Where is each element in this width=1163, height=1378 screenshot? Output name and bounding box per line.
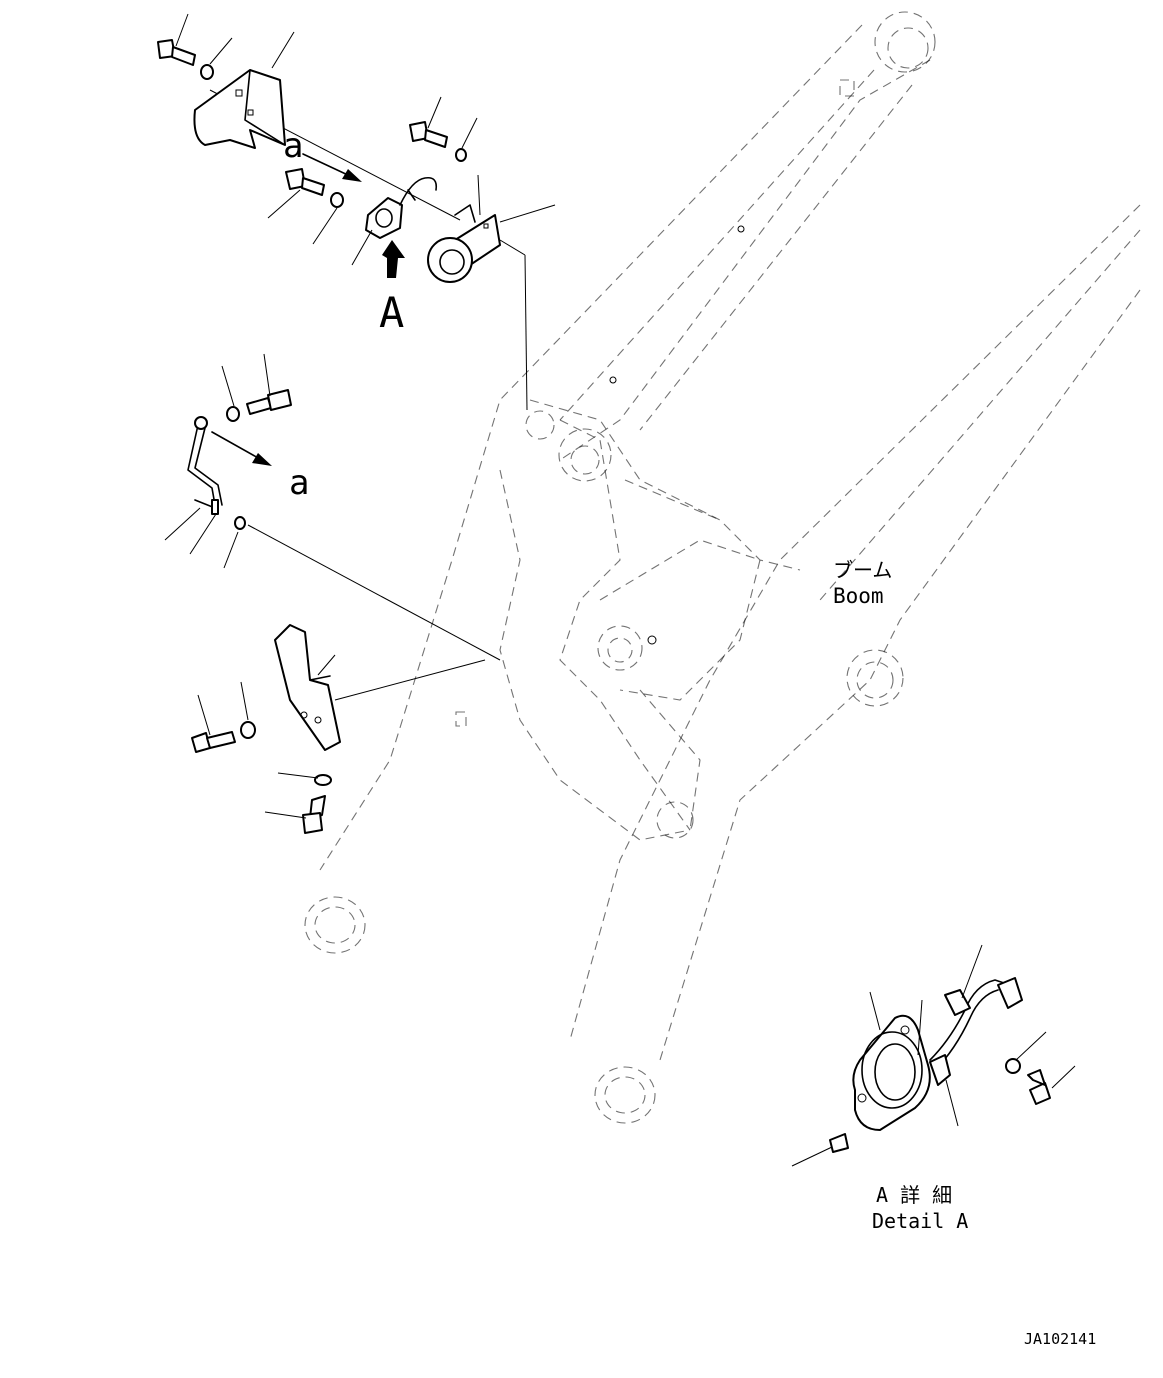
reference-lines (209, 89, 528, 701)
detail-a-assembly (791, 944, 1076, 1167)
ref-label-a-mid: a (289, 463, 309, 503)
sensor-bracket-assembly (267, 96, 556, 283)
plate-bracket-assembly (191, 624, 341, 834)
drawing-number: JA102141 (1024, 1330, 1096, 1348)
arrow-icon (342, 169, 362, 182)
detail-label-jp: A 詳 細 (876, 1183, 952, 1207)
boom-outline (304, 11, 1141, 1124)
boom-label-jp: ブーム (833, 558, 892, 582)
up-arrow-icon (382, 240, 405, 278)
ref-label-a-top: a (283, 126, 303, 166)
link-rod-assembly (164, 353, 292, 569)
arrow-icon (252, 453, 272, 466)
boom-label-en: Boom (833, 584, 884, 608)
view-label-a: A (379, 288, 404, 337)
detail-label-en: Detail A (872, 1209, 968, 1233)
top-cover-assembly (157, 13, 295, 149)
